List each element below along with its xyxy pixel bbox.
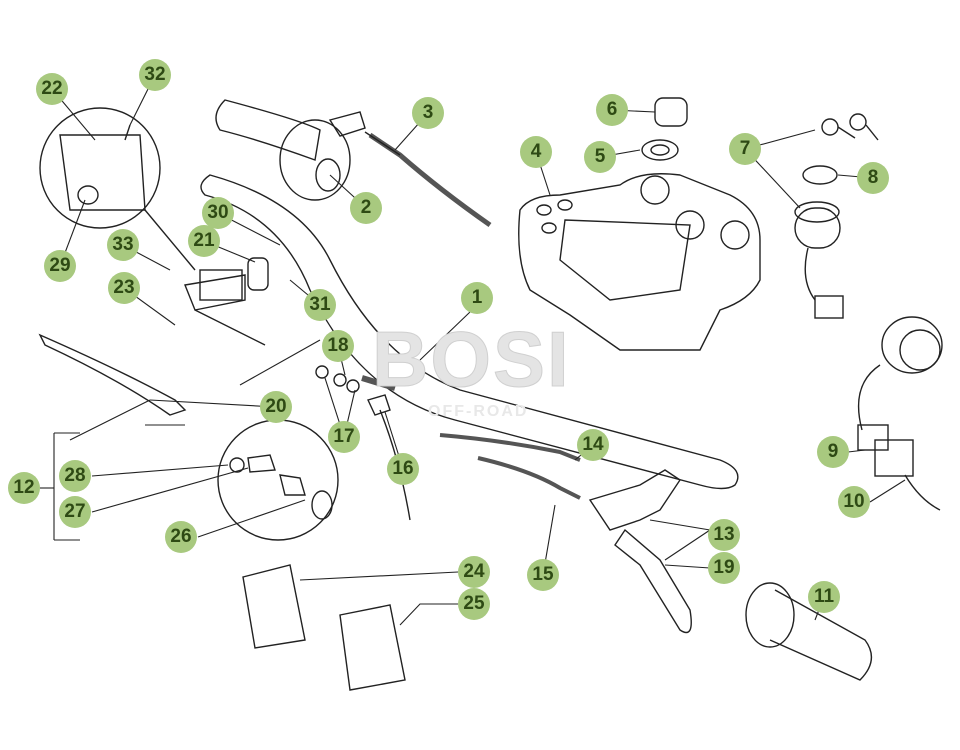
callout-16: 16 — [387, 453, 419, 485]
callout-7: 7 — [729, 133, 761, 165]
callout-23: 23 — [108, 272, 140, 304]
callout-15: 15 — [527, 559, 559, 591]
callout-3: 3 — [412, 97, 444, 129]
callout-2: 2 — [350, 192, 382, 224]
callout-10: 10 — [838, 486, 870, 518]
clutch-cables — [439, 433, 581, 500]
kill-switch — [857, 316, 943, 511]
callout-5: 5 — [584, 141, 616, 173]
brake-detail-zoom — [217, 419, 339, 541]
callout-17: 17 — [328, 421, 360, 453]
throttle-cable — [364, 131, 492, 228]
brake-master-cylinder — [38, 107, 269, 416]
grease-packets — [242, 564, 406, 691]
callout-28: 28 — [59, 460, 91, 492]
handlebar — [200, 99, 739, 490]
ignition-switch — [794, 113, 879, 319]
callout-8: 8 — [857, 162, 889, 194]
callout-1: 1 — [461, 282, 493, 314]
callout-20: 20 — [260, 391, 292, 423]
callout-6: 6 — [596, 94, 628, 126]
callout-32: 32 — [139, 59, 171, 91]
hand-grip — [745, 582, 873, 681]
callout-14: 14 — [577, 429, 609, 461]
callout-18: 18 — [322, 330, 354, 362]
callout-19: 19 — [708, 552, 740, 584]
clutch-lever — [588, 469, 692, 634]
callout-4: 4 — [520, 136, 552, 168]
callout-9: 9 — [817, 436, 849, 468]
dashboard — [518, 173, 761, 351]
callout-13: 13 — [708, 519, 740, 551]
watermark-sub: OFF-ROAD — [428, 403, 529, 420]
grommets-and-caps — [641, 97, 688, 161]
callout-11: 11 — [808, 581, 840, 613]
callout-12: 12 — [8, 472, 40, 504]
watermark-brand: BOSI — [372, 315, 571, 403]
callout-26: 26 — [165, 521, 197, 553]
callout-27: 27 — [59, 496, 91, 528]
callout-24: 24 — [458, 556, 490, 588]
callout-22: 22 — [36, 73, 68, 105]
throttle-housing — [279, 111, 366, 201]
callout-33: 33 — [107, 229, 139, 261]
callout-25: 25 — [458, 588, 490, 620]
callout-30: 30 — [202, 197, 234, 229]
callout-31: 31 — [304, 289, 336, 321]
callout-21: 21 — [188, 225, 220, 257]
callout-29: 29 — [44, 250, 76, 282]
